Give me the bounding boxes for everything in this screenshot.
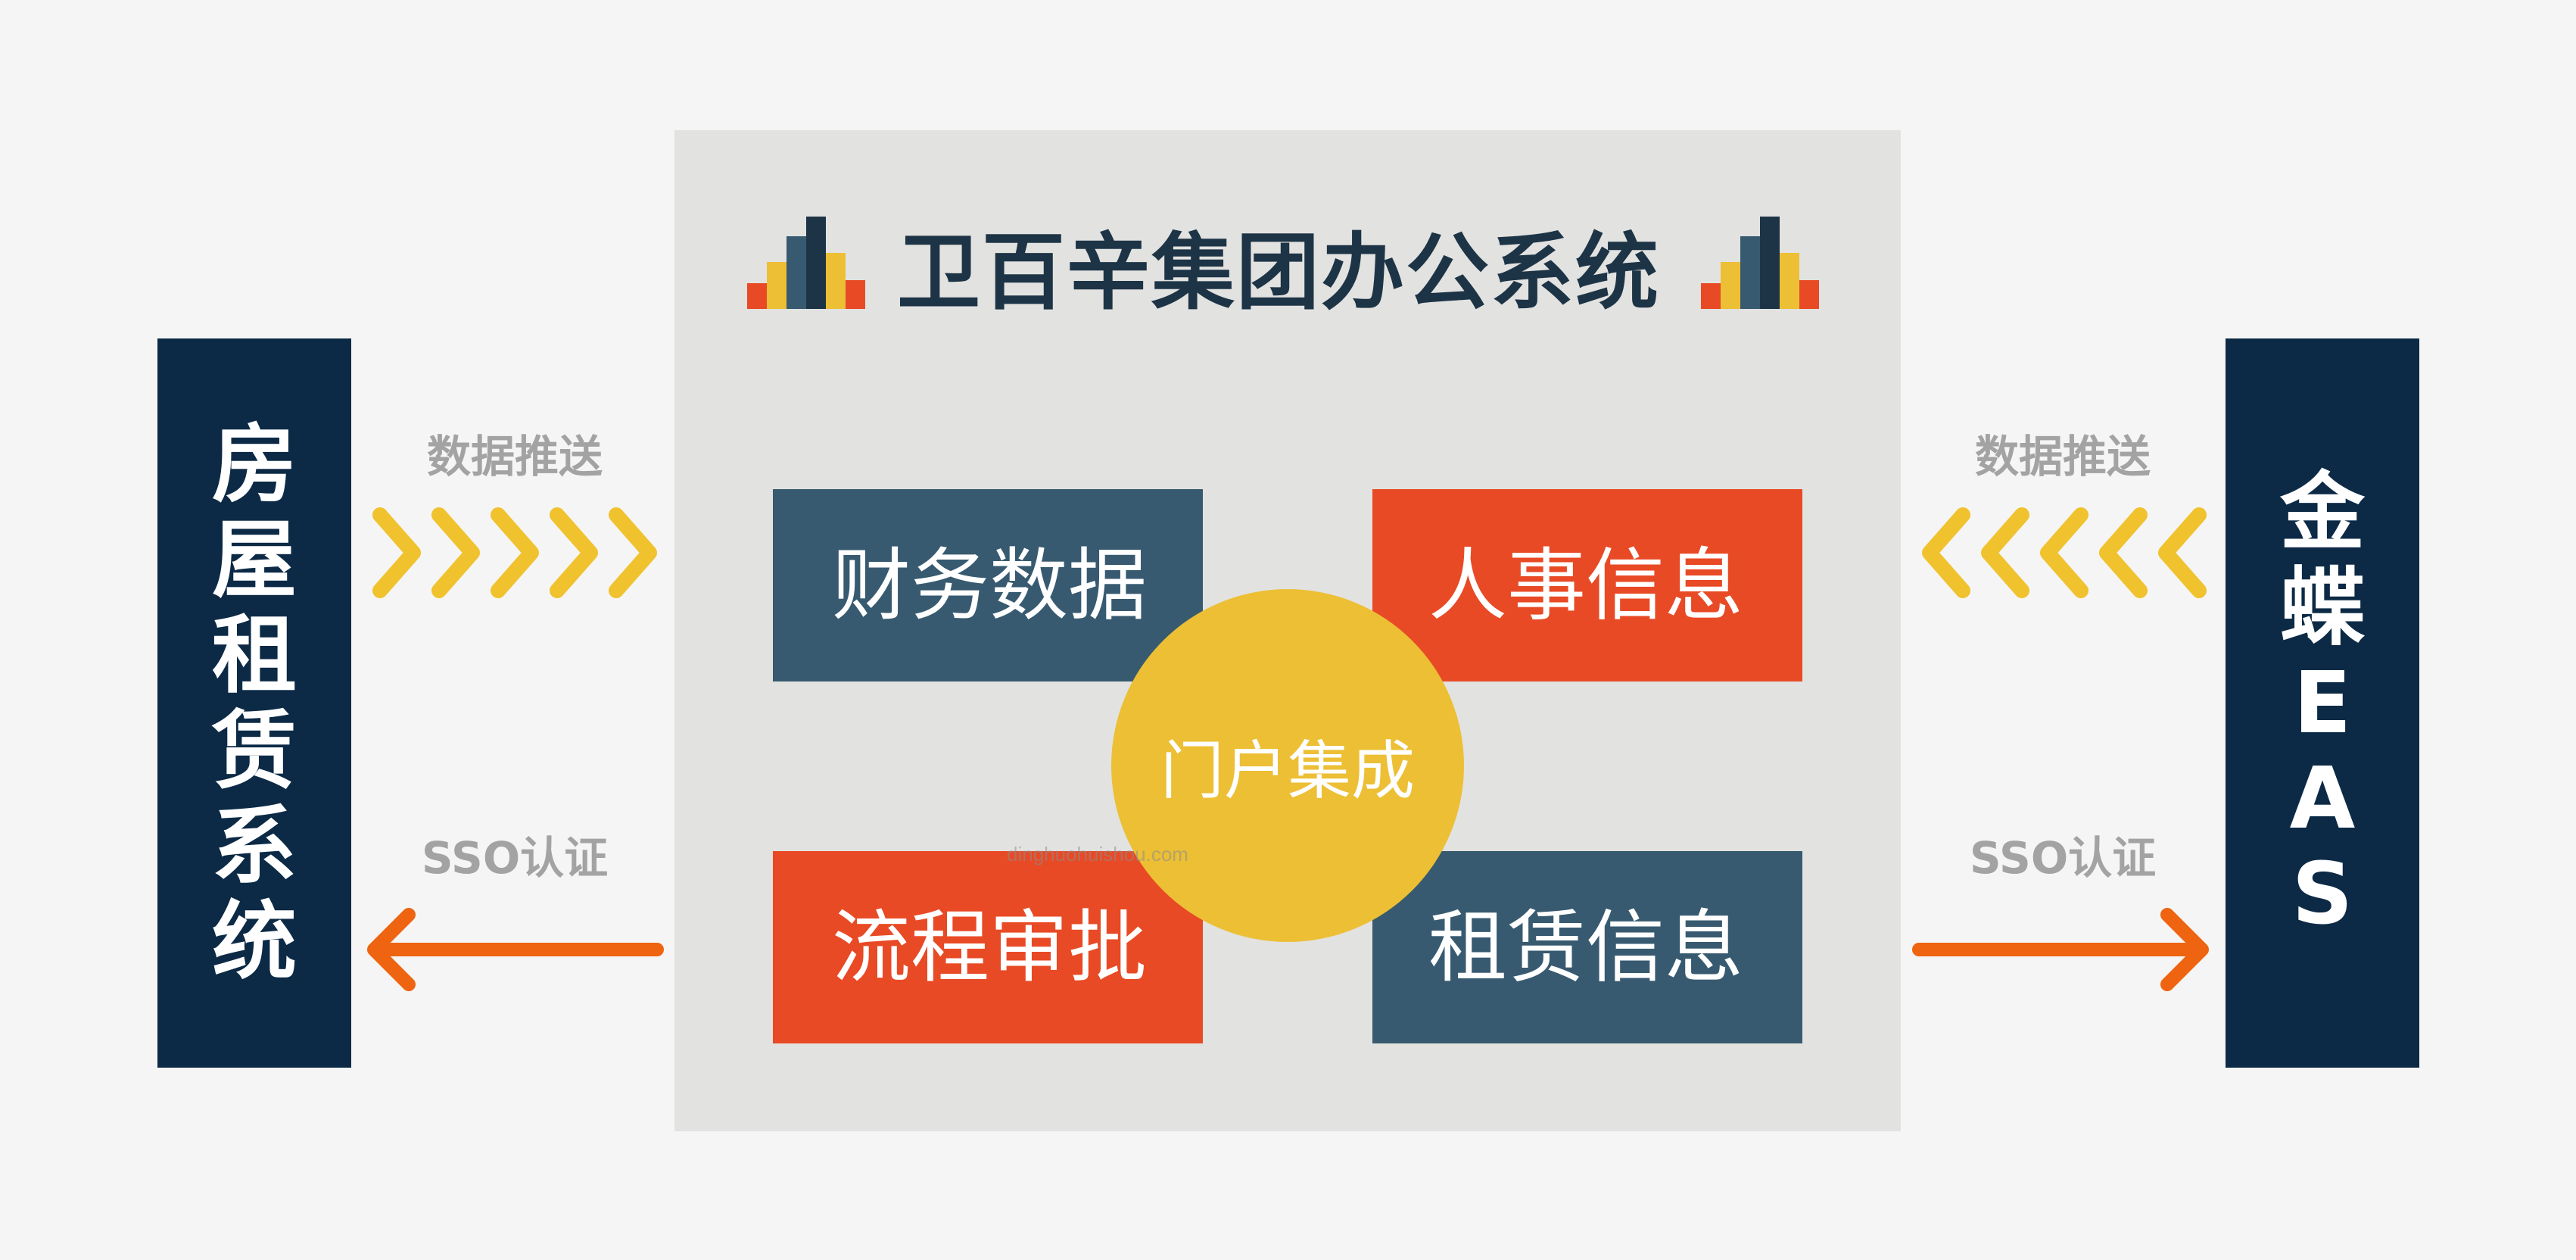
left-system-char: 统: [212, 892, 297, 991]
portal-integration-hub: 门户集成: [1111, 589, 1464, 942]
left-system-char: 房: [212, 415, 297, 514]
module-label: 财务数据: [832, 539, 1148, 632]
left-system-char: 租: [212, 606, 297, 705]
right-push-chevrons-icon: [1922, 507, 2207, 598]
left-system-char: 赁: [212, 701, 297, 800]
bar-chart-logo-icon: [1701, 217, 1819, 309]
module-hr-info: 人事信息: [1372, 489, 1802, 681]
hub-label: 门户集成: [1160, 733, 1415, 808]
left-push-chevrons-icon: [372, 507, 657, 598]
right-system-char: A: [2289, 749, 2356, 848]
left-system-bar: 房 屋 租 赁 系 统: [157, 338, 351, 1068]
left-data-push-label: 数据推送: [426, 431, 603, 482]
right-system-char: S: [2291, 844, 2353, 943]
module-label: 人事信息: [1428, 539, 1743, 632]
left-system-char: 系: [212, 797, 297, 896]
page-title: 卫百辛集团办公系统: [897, 224, 1660, 321]
module-lease-info: 租赁信息: [1372, 851, 1802, 1043]
watermark: dinghuohuishou.com: [1007, 843, 1188, 865]
module-label: 租赁信息: [1428, 901, 1743, 993]
module-label: 流程审批: [832, 901, 1148, 993]
right-data-push-label: 数据推送: [1974, 431, 2151, 482]
left-sso-arrow-icon: [367, 908, 664, 991]
left-sso-label: SSO认证: [421, 832, 609, 884]
module-finance-data: 财务数据: [773, 489, 1203, 681]
module-process-approval: 流程审批: [773, 851, 1203, 1043]
left-system-char: 屋: [212, 510, 297, 610]
right-system-char: E: [2293, 653, 2352, 753]
right-system-char: 蝶: [2280, 558, 2365, 657]
bar-chart-logo-icon: [747, 217, 865, 309]
right-sso-arrow-icon: [1912, 908, 2209, 991]
right-system-char: 金: [2280, 463, 2365, 562]
right-sso-label: SSO认证: [1969, 832, 2157, 884]
right-system-bar: 金 蝶 E A S: [2226, 338, 2419, 1068]
